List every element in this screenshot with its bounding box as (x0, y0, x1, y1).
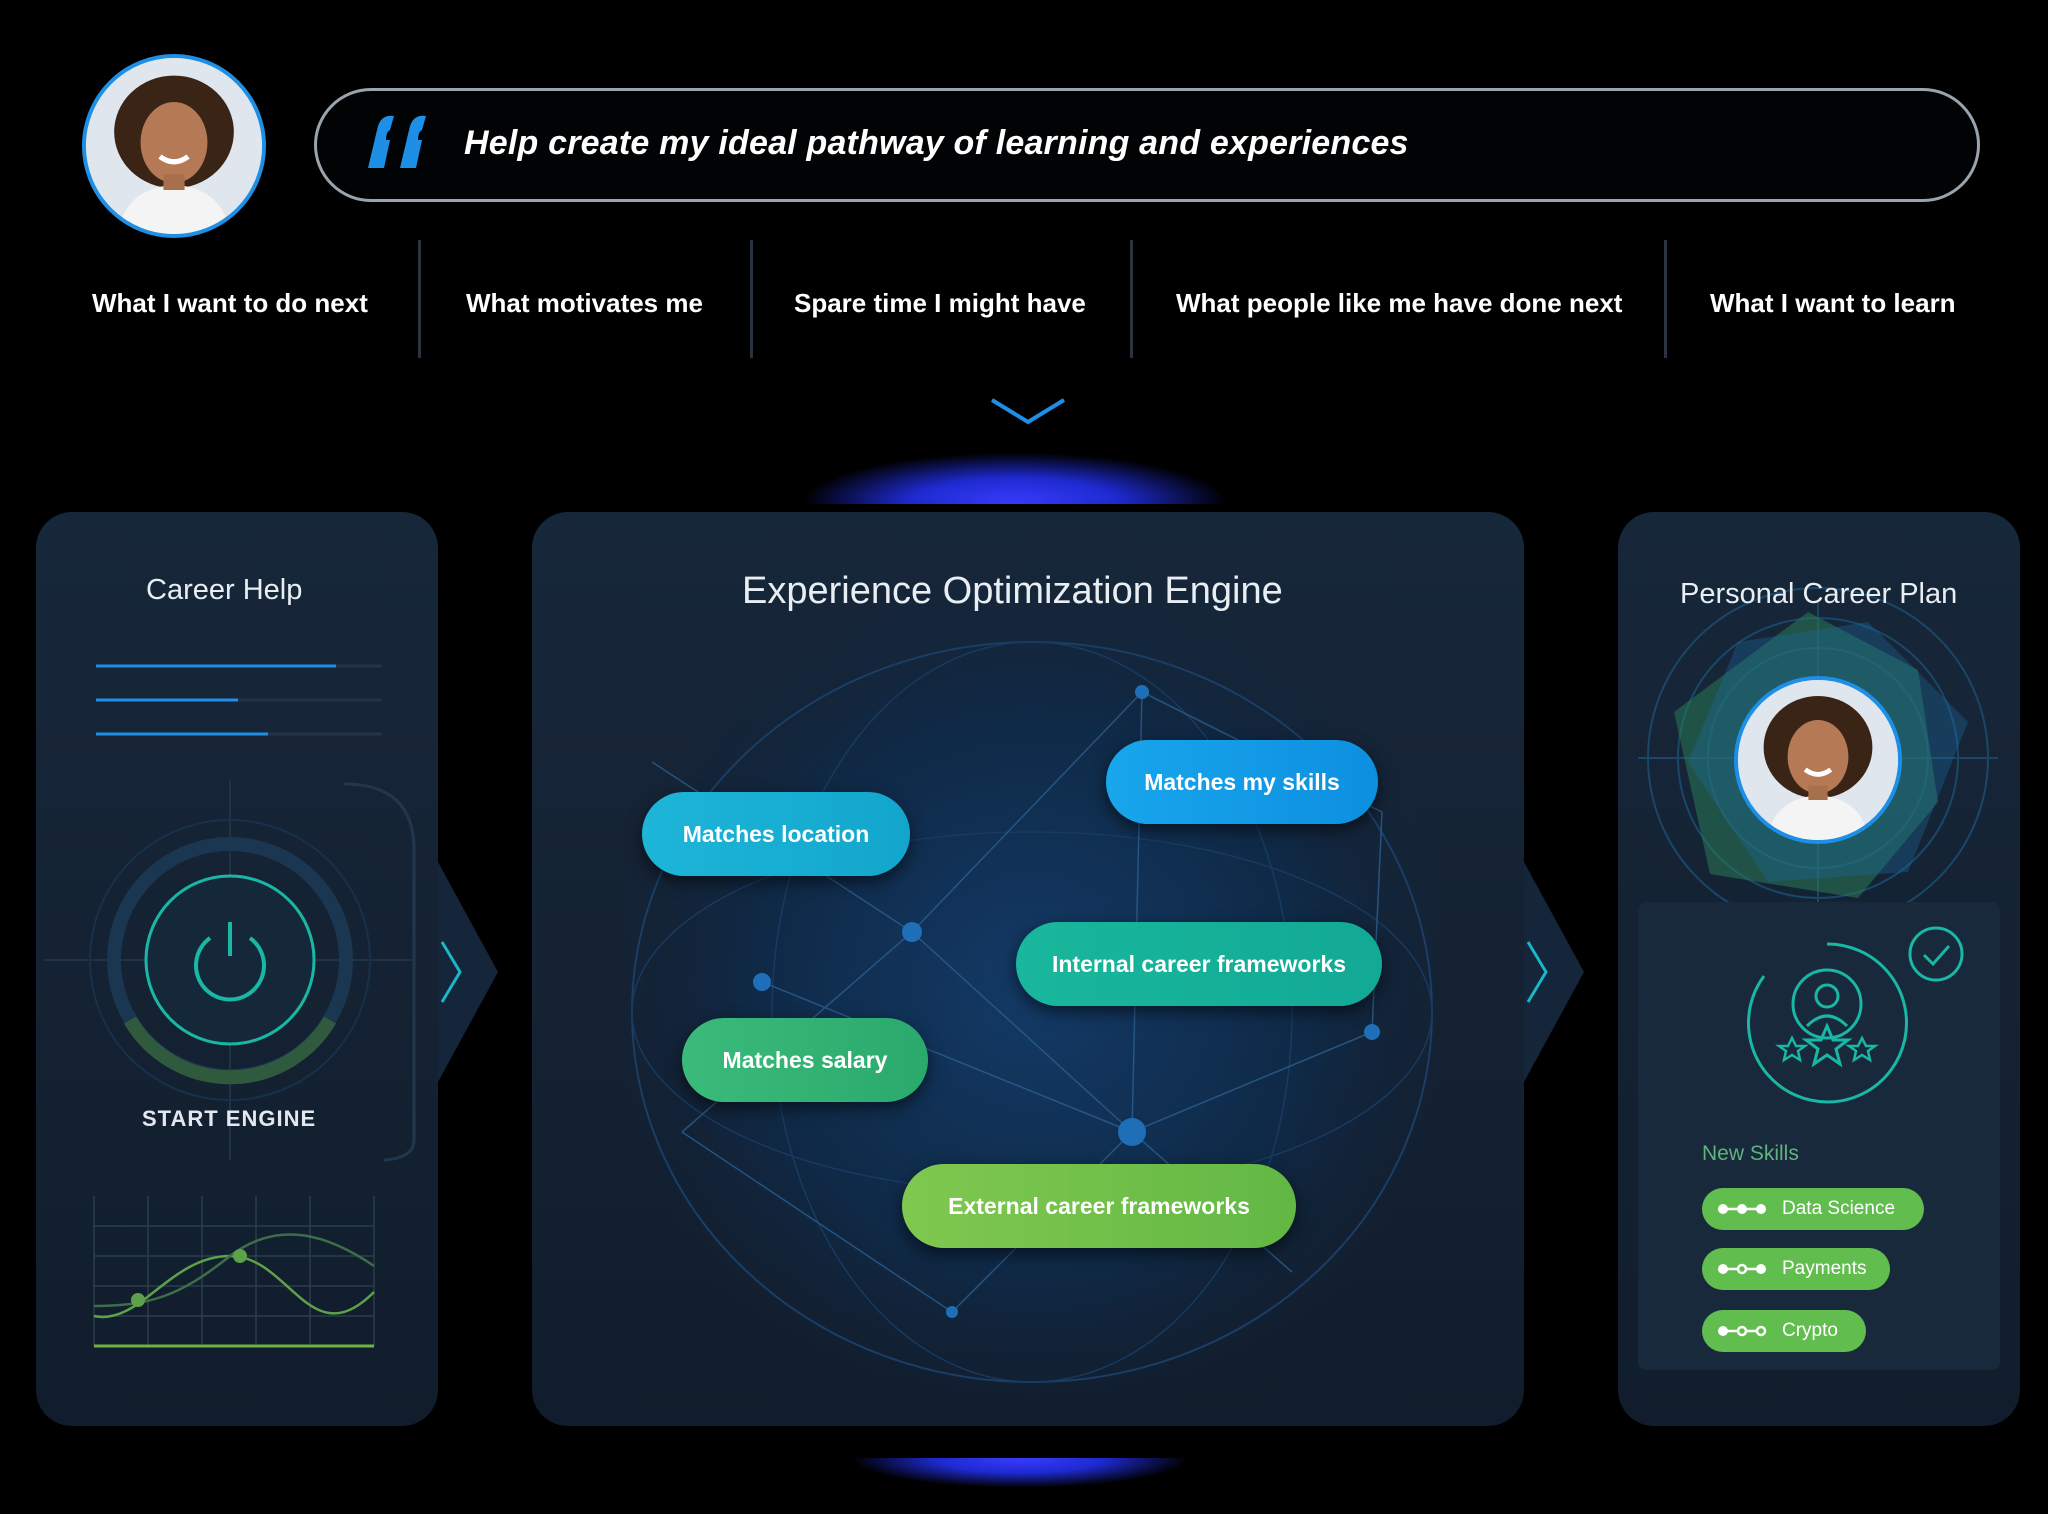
tag-external-frameworks[interactable]: External career frameworks (902, 1164, 1296, 1248)
career-help-title: Career Help (146, 574, 303, 606)
user-portrait (86, 58, 262, 234)
start-engine-button[interactable]: START ENGINE (142, 1106, 317, 1131)
user-avatar (82, 54, 266, 238)
quote-text: Help create my ideal pathway of learning… (464, 124, 1409, 162)
plan-avatar (1734, 676, 1902, 844)
glow-accent-top (800, 452, 1230, 504)
user-stars-icon (1747, 942, 1908, 1104)
chevron-down-icon (990, 398, 1066, 425)
prompt-people-like-me: What people like me have done next (1176, 288, 1623, 318)
quote-icon (368, 115, 426, 168)
prompt-divider (1130, 240, 1133, 358)
connector-arrow-left (438, 862, 498, 1082)
prompt-motivates: What motivates me (466, 288, 703, 318)
quote-bubble (314, 88, 1980, 202)
skill-dots-icon (1718, 1204, 1766, 1214)
prompt-want-to-learn: What I want to learn (1710, 288, 1956, 318)
new-skills-label: New Skills (1702, 1142, 1799, 1165)
tag-internal-frameworks[interactable]: Internal career frameworks (1016, 922, 1382, 1006)
skill-label: Data Science (1782, 1198, 1896, 1219)
skill-dots-icon (1718, 1263, 1766, 1275)
prompt-divider (418, 240, 421, 358)
user-portrait (1738, 680, 1898, 840)
tag-matches-location[interactable]: Matches location (642, 792, 910, 876)
progress-lines (96, 664, 382, 736)
glow-accent-bottom (850, 1458, 1190, 1488)
check-icon (1908, 926, 1964, 982)
engine-dial (44, 780, 416, 1162)
skill-label: Payments (1782, 1258, 1867, 1279)
skill-label: Crypto (1782, 1320, 1838, 1341)
prompt-what-next: What I want to do next (92, 288, 368, 318)
skill-badge: Payments (1702, 1248, 1890, 1290)
power-icon[interactable] (188, 916, 272, 1006)
skill-badge: Crypto (1702, 1310, 1866, 1352)
prompt-spare-time: Spare time I might have (794, 288, 1086, 318)
skill-dots-icon (1718, 1325, 1767, 1337)
skill-badge: Data Science (1702, 1188, 1924, 1230)
connector-arrow-right (1524, 862, 1584, 1082)
prompt-divider (1664, 240, 1667, 358)
trend-chart (93, 1196, 375, 1348)
tag-matches-skills[interactable]: Matches my skills (1106, 740, 1378, 824)
tag-matches-salary[interactable]: Matches salary (682, 1018, 928, 1102)
career-plan-title: Personal Career Plan (1680, 578, 1958, 610)
prompt-divider (750, 240, 753, 358)
engine-title: Experience Optimization Engine (742, 570, 1283, 612)
